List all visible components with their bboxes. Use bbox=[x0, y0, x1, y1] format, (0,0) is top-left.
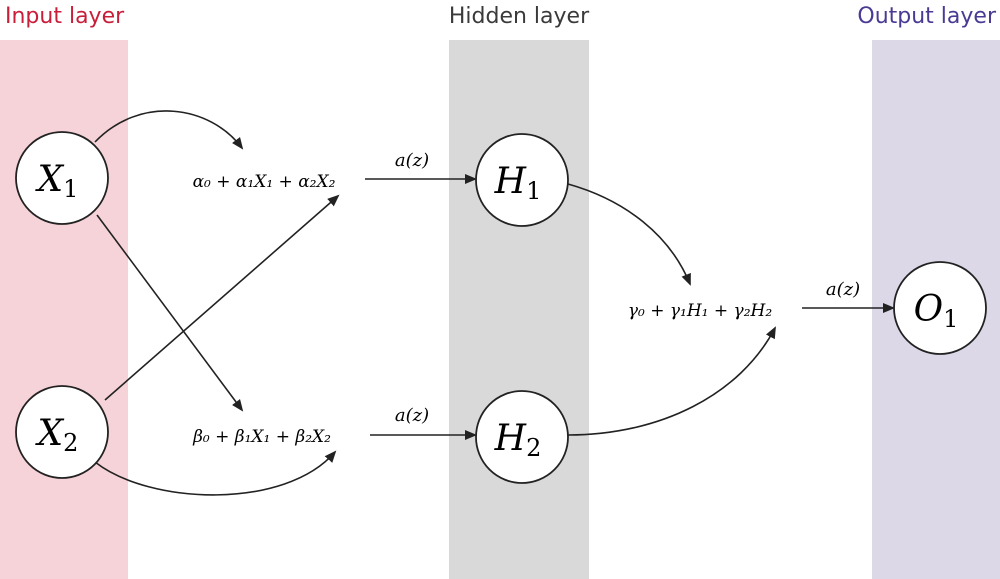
node-h1: H1 bbox=[475, 133, 569, 227]
node-x2-sub: 2 bbox=[63, 429, 78, 457]
node-x1-sub: 1 bbox=[63, 175, 78, 203]
node-o1: O1 bbox=[893, 261, 987, 355]
output-layer-title: Output layer bbox=[857, 4, 997, 29]
activation-label-o1: a(z) bbox=[826, 279, 860, 300]
hidden-layer-title: Hidden layer bbox=[449, 4, 590, 29]
edge-x1-to-alpha bbox=[94, 110, 244, 150]
node-h2: H2 bbox=[475, 390, 569, 484]
node-h1-letter: H bbox=[494, 161, 527, 202]
svg-text:X1: X1 bbox=[35, 159, 79, 203]
node-x1: X1 bbox=[15, 131, 109, 225]
svg-text:O1: O1 bbox=[914, 289, 959, 333]
hidden-layer-band bbox=[449, 40, 589, 579]
activation-label-h1: a(z) bbox=[395, 150, 429, 171]
node-x2-letter: X bbox=[35, 413, 65, 454]
edge-x2-to-alpha bbox=[104, 194, 340, 401]
node-h1-sub: 1 bbox=[526, 177, 541, 205]
formula-gamma: γ₀ + γ₁H₁ + γ₂H₂ bbox=[628, 301, 772, 321]
node-o1-letter: O bbox=[914, 289, 944, 330]
formula-beta: β₀ + β₁X₁ + β₂X₂ bbox=[192, 427, 331, 447]
edge-x1-to-beta bbox=[96, 214, 244, 412]
input-layer-band bbox=[0, 40, 128, 579]
svg-text:H2: H2 bbox=[494, 418, 542, 462]
formula-alpha: α₀ + α₁X₁ + α₂X₂ bbox=[193, 172, 336, 192]
svg-text:H1: H1 bbox=[494, 161, 542, 205]
edge-h1-to-gamma bbox=[567, 183, 691, 286]
activation-label-h2: a(z) bbox=[395, 405, 429, 426]
node-h2-letter: H bbox=[494, 418, 527, 459]
edge-h2-to-gamma bbox=[567, 326, 776, 436]
node-h2-sub: 2 bbox=[526, 434, 541, 462]
node-x2: X2 bbox=[15, 385, 109, 479]
input-layer-title: Input layer bbox=[5, 4, 125, 29]
node-o1-sub: 1 bbox=[943, 305, 958, 333]
edge-x2-to-beta bbox=[94, 450, 337, 496]
node-x1-letter: X bbox=[35, 159, 65, 200]
svg-text:X2: X2 bbox=[35, 413, 79, 457]
